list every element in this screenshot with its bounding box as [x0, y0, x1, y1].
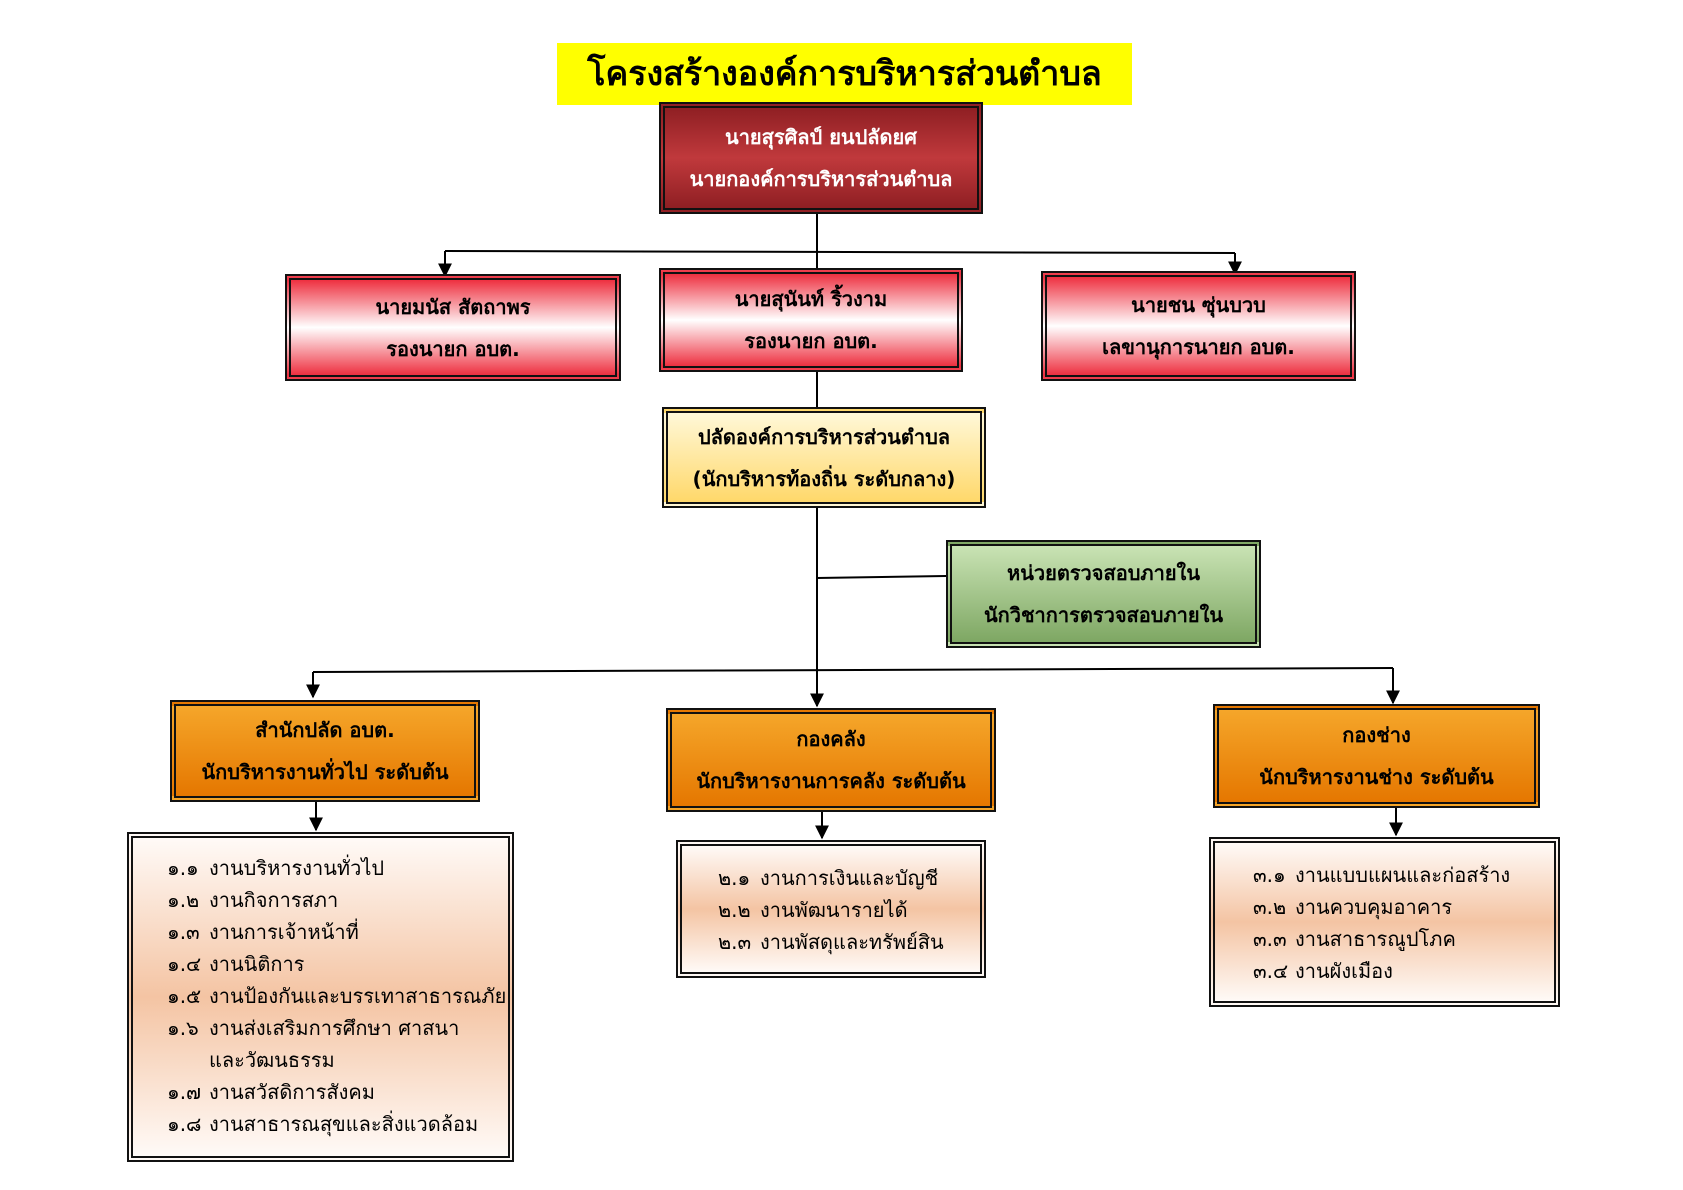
- task-item: ๓.๔งานผังเมือง: [1253, 955, 1554, 987]
- task-number: ๓.๒: [1253, 895, 1287, 919]
- task-number: ๑.๔: [167, 952, 202, 976]
- deputy-box-2: นายสุนันท์ ริ้วงาม รองนายก อบต.: [659, 268, 963, 372]
- task-label: งานนิติการ: [209, 952, 305, 976]
- deputy-2-name: นายสุนันท์ ริ้วงาม: [734, 287, 888, 311]
- task-item: ๓.๓ งานสาธารณูปโภค: [1253, 923, 1554, 955]
- task-number: ๒.๒: [718, 898, 751, 922]
- task-item: ๒.๓ งานพัสดุและทรัพย์สิน: [718, 926, 980, 958]
- clerk-name: ปลัดองค์การบริหารส่วนตำบล: [697, 424, 951, 449]
- task-number: ๑.๘: [167, 1112, 202, 1136]
- division-box-engineering: กองช่าง นักบริหารงานช่าง ระดับต้น: [1213, 704, 1540, 808]
- task-label: งานควบคุมอาคาร: [1295, 895, 1453, 919]
- task-item: ๑.๔ งานนิติการ: [167, 948, 508, 980]
- task-number: ๒.๓: [718, 930, 752, 954]
- task-number: ๓.๑: [1253, 863, 1286, 887]
- task-number: ๓.๓: [1253, 927, 1287, 951]
- task-label: งานผังเมือง: [1295, 959, 1393, 983]
- task-label: งานสาธารณูปโภค: [1295, 927, 1456, 951]
- division-1-name: สำนักปลัด อบต.: [255, 718, 395, 742]
- task-number: ๑.๑: [167, 856, 199, 880]
- division-1-position: นักบริหารงานทั่วไป ระดับต้น: [201, 760, 449, 784]
- mayor-box: นายสุรศิลป์ ยนปลัดยศ นายกองค์การบริหารส่…: [659, 102, 983, 214]
- task-item: ๑.๗ งานสวัสดิการสังคม: [167, 1076, 508, 1108]
- task-item: ๑.๖ งานส่งเสริมการศึกษา ศาสนา: [167, 1012, 508, 1044]
- task-number: ๒.๑: [718, 866, 751, 890]
- task-list-office: ๑.๑ งานบริหารงานทั่วไป ๑.๒ งานกิจการสภา ๑.…: [127, 832, 514, 1162]
- secretary-position: เลขานุการนายก อบต.: [1102, 335, 1295, 359]
- task-item: ๑.๑ งานบริหารงานทั่วไป: [167, 852, 508, 884]
- task-label: และวัฒนธรรม: [209, 1048, 335, 1072]
- clerk-position: (นักบริหารท้องถิ่น ระดับกลาง): [692, 466, 956, 491]
- division-3-position: นักบริหารงานช่าง ระดับต้น: [1259, 765, 1494, 789]
- task-number: ๑.๒: [167, 888, 200, 912]
- task-list-engineering: ๓.๑ งานแบบแผนและก่อสร้าง ๓.๒ งานควบคุมอาคา…: [1209, 837, 1560, 1007]
- chart-title: โครงสร้างองค์การบริหารส่วนตำบลแสงอรุณ: [557, 43, 1132, 156]
- task-item: ๑.๕ งานป้องกันและบรรเทาสาธารณภัย: [167, 980, 508, 1012]
- division-2-name: กองคลัง: [796, 727, 866, 751]
- task-list-finance: ๒.๑งานการเงินและบัญชี ๒.๒งานพัฒนารายได้ …: [676, 840, 986, 978]
- deputy-1-position: รองนายก อบต.: [386, 336, 520, 361]
- task-label: งานป้องกันและบรรเทาสาธารณภัย: [209, 984, 507, 1008]
- task-label: งานพัฒนารายได้: [760, 898, 908, 922]
- mayor-position: นายกองค์การบริหารส่วนตำบล: [689, 167, 953, 191]
- task-label: งานพัสดุและทรัพย์สิน: [760, 930, 944, 954]
- division-box-finance: กองคลัง นักบริหารงานการคลัง ระดับต้น: [666, 708, 996, 812]
- task-item: ๓.๒ งานควบคุมอาคาร: [1253, 891, 1554, 923]
- mayor-name: นายสุรศิลป์ ยนปลัดยศ: [725, 125, 917, 149]
- task-number: [167, 1044, 209, 1076]
- deputy-box-1: นายมนัส สัตถาพร รองนายก อบต.: [285, 274, 621, 381]
- task-label: งานแบบแผนและก่อสร้าง: [1295, 863, 1511, 887]
- task-label: งานบริหารงานทั่วไป: [209, 856, 385, 880]
- task-number: ๑.๗: [167, 1080, 202, 1104]
- task-item: ๑.๒ งานกิจการสภา: [167, 884, 508, 916]
- task-label: งานการเจ้าหน้าที่: [209, 920, 359, 944]
- task-number: ๓.๔: [1253, 959, 1289, 983]
- audit-name: หน่วยตรวจสอบภายใน: [1007, 561, 1200, 585]
- task-item: ๑.๘ งานสาธารณสุขและสิ่งแวดล้อม: [167, 1108, 508, 1140]
- deputy-2-position: รองนายก อบต.: [744, 329, 878, 353]
- division-3-name: กองช่าง: [1342, 723, 1411, 747]
- task-number: ๑.๕: [167, 984, 202, 1008]
- audit-box: หน่วยตรวจสอบภายใน นักวิชาการตรวจสอบภายใน: [946, 540, 1261, 648]
- task-label: งานสาธารณสุขและสิ่งแวดล้อม: [209, 1112, 479, 1136]
- task-number: ๑.๖: [167, 1016, 199, 1040]
- task-label: งานส่งเสริมการศึกษา ศาสนา: [209, 1016, 460, 1040]
- task-label: งานการเงินและบัญชี: [760, 866, 939, 890]
- task-label: งานกิจการสภา: [209, 888, 339, 912]
- clerk-box: ปลัดองค์การบริหารส่วนตำบล (นักบริหารท้อง…: [662, 407, 986, 508]
- task-item: และวัฒนธรรม: [167, 1044, 508, 1076]
- secretary-box: นายชน ซุ่นบวบ เลขานุการนายก อบต.: [1041, 271, 1356, 381]
- division-2-position: นักบริหารงานการคลัง ระดับต้น: [696, 769, 966, 793]
- task-label: งานสวัสดิการสังคม: [209, 1080, 375, 1104]
- task-item: ๒.๑ งานการเงินและบัญชี: [718, 862, 980, 894]
- audit-position: นักวิชาการตรวจสอบภายใน: [983, 603, 1224, 627]
- task-item: ๒.๒ งานพัฒนารายได้: [718, 894, 980, 926]
- task-item: ๓.๑ งานแบบแผนและก่อสร้าง: [1253, 859, 1554, 891]
- task-item: ๑.๓ งานการเจ้าหน้าที่: [167, 916, 508, 948]
- secretary-name: นายชน ซุ่นบวบ: [1131, 293, 1266, 317]
- division-box-office: สำนักปลัด อบต. นักบริหารงานทั่วไป ระดับต…: [170, 700, 480, 802]
- deputy-1-name: นายมนัส สัตถาพร: [375, 294, 531, 319]
- task-number: ๑.๓: [167, 920, 200, 944]
